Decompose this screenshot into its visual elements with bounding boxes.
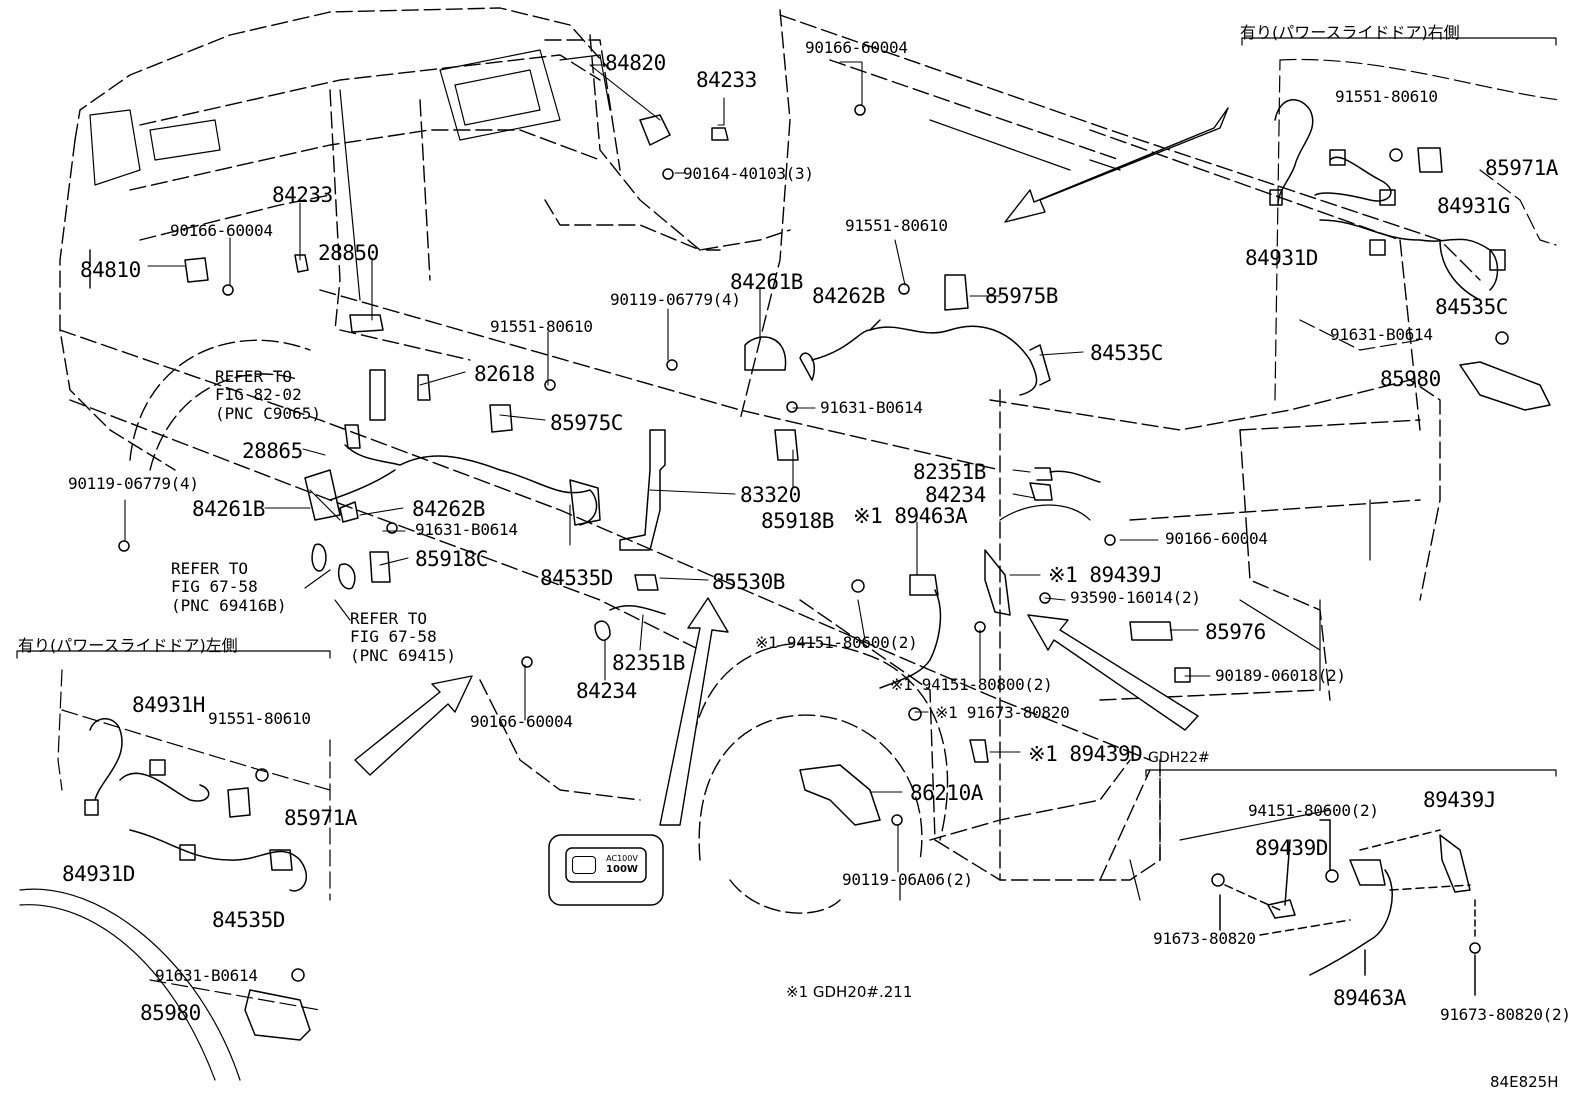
diagram-code: 84E825H (1490, 1073, 1559, 1091)
part-number-label-84262b: 84262B (412, 497, 485, 521)
part-number-label-91551-80610: 91551-80610 (845, 216, 948, 235)
part-number-label-86210a: 86210A (910, 781, 983, 805)
part-number-label-84931d: 84931D (1245, 246, 1318, 270)
part-number-label-91631-b0614: 91631-B0614 (155, 966, 258, 985)
part-number-label-85971a: 85971A (1485, 156, 1558, 180)
part-number-label-82618: 82618 (474, 362, 535, 386)
part-number-label-93590-16014-2: 93590-16014(2) (1070, 588, 1201, 607)
reference-note-refer-to-fig-67-58-pnc-69415: REFER TO FIG 67-58 (PNC 69415) (350, 609, 456, 665)
part-number-label-84535d: 84535D (540, 566, 613, 590)
part-number-label-84233: 84233 (696, 68, 757, 92)
part-number-label-84931g: 84931G (1437, 194, 1510, 218)
part-number-label-28850: 28850 (318, 241, 379, 265)
lh-panel-frame (16, 650, 331, 1081)
gdh22-panel-frame (1145, 769, 1557, 777)
part-number-label-85971a: 85971A (284, 806, 357, 830)
rh-harness-parts (1269, 99, 1551, 411)
part-number-label-94151-80600-2: 94151-80600(2) (1248, 801, 1379, 820)
part-number-label-91673-80820: 91673-80820 (1153, 929, 1256, 948)
part-number-label-84234: 84234 (925, 483, 986, 507)
part-number-label-1-91673-80820: ※1 91673-80820 (935, 703, 1070, 722)
part-number-label-90164-40103-3: 90164-40103(3) (683, 164, 814, 183)
gdh22-header: GDH22# (1148, 750, 1210, 766)
part-number-label-85976: 85976 (1205, 620, 1266, 644)
part-number-label-91673-80820-2: 91673-80820(2) (1440, 1005, 1571, 1024)
ac-outlet-badge-line1: AC100V (606, 854, 638, 863)
footnote: ※1 GDH20#.211 (786, 983, 913, 1001)
part-number-label-84535c: 84535C (1090, 341, 1163, 365)
part-number-label-89463a: 89463A (1333, 986, 1406, 1010)
part-number-label-85918c: 85918C (415, 547, 488, 571)
part-number-label-85975b: 85975B (985, 284, 1058, 308)
part-number-label-1-89439j: ※1 89439J (1048, 563, 1163, 587)
harness-parts (118, 104, 1191, 826)
rh-panel-frame (1241, 37, 1561, 401)
direction-arrows (354, 107, 1229, 826)
part-number-label-85975c: 85975C (550, 411, 623, 435)
part-number-label-90166-60004: 90166-60004 (1165, 529, 1268, 548)
part-number-label-91631-b0614: 91631-B0614 (415, 520, 518, 539)
part-number-label-89439d: 89439D (1255, 836, 1328, 860)
part-number-label-84820: 84820 (605, 51, 666, 75)
part-number-label-84261b: 84261B (192, 497, 265, 521)
part-number-label-84233: 84233 (272, 183, 333, 207)
part-number-label-90166-60004: 90166-60004 (470, 712, 573, 731)
part-number-label-84810: 84810 (80, 258, 141, 282)
part-number-label-90119-06779-4: 90119-06779(4) (610, 290, 741, 309)
part-number-label-82351b: 82351B (612, 651, 685, 675)
part-number-label-85530b: 85530B (712, 570, 785, 594)
part-number-label-84535d: 84535D (212, 908, 285, 932)
part-number-label-1-89439d: ※1 89439D (1028, 742, 1143, 766)
part-number-label-91631-b0614: 91631-B0614 (820, 398, 923, 417)
part-number-label-1-89463a: ※1 89463A (853, 504, 968, 528)
part-number-label-84931d: 84931D (62, 862, 135, 886)
reference-note-refer-to-fig-82-02-pnc-c9065: REFER TO FIG 82-02 (PNC C9065) (215, 367, 321, 423)
part-number-label-89439j: 89439J (1423, 788, 1496, 812)
part-number-label-85918b: 85918B (761, 509, 834, 533)
wheel-arches (129, 339, 949, 914)
part-number-label-84931h: 84931H (132, 693, 205, 717)
part-number-label-1-94151-80600-2: ※1 94151-80600(2) (755, 633, 918, 652)
part-number-label-91551-80610: 91551-80610 (490, 317, 593, 336)
body-detail-lines (89, 49, 1371, 901)
part-number-label-1-94151-80800-2: ※1 94151-80800(2) (890, 675, 1053, 694)
part-number-label-91551-80610: 91551-80610 (208, 709, 311, 728)
ac-outlet-badge: AC100V 100W (600, 849, 644, 881)
leader-lines (124, 61, 1211, 873)
part-number-label-85980: 85980 (1380, 367, 1441, 391)
part-number-label-90189-06018-2: 90189-06018(2) (1215, 666, 1346, 685)
ac-outlet-badge-frame (548, 834, 664, 906)
part-number-label-91631-b0614: 91631-B0614 (1330, 325, 1433, 344)
part-number-label-82351b: 82351B (913, 460, 986, 484)
gdh22-parts (1211, 819, 1481, 996)
ac-outlet-badge-line2: 100W (606, 864, 638, 875)
reference-note-refer-to-fig-67-58-pnc-69416b: REFER TO FIG 67-58 (PNC 69416B) (171, 559, 287, 615)
part-number-label-84234: 84234 (576, 679, 637, 703)
part-number-label-85980: 85980 (140, 1001, 201, 1025)
rh-power-slide-door-header: 有り(パワースライドドア)右側 (1240, 23, 1460, 42)
part-number-label-84262b: 84262B (812, 284, 885, 308)
part-number-label-90166-60004: 90166-60004 (805, 38, 908, 57)
part-number-label-83320: 83320 (740, 483, 801, 507)
part-number-label-28865: 28865 (242, 439, 303, 463)
plug-icon (572, 856, 596, 874)
part-number-label-91551-80610: 91551-80610 (1335, 87, 1438, 106)
part-number-label-90119-06779-4: 90119-06779(4) (68, 474, 199, 493)
part-number-label-90166-60004: 90166-60004 (170, 221, 273, 240)
part-number-label-84535c: 84535C (1435, 295, 1508, 319)
part-number-label-84261b: 84261B (730, 270, 803, 294)
lh-harness-parts (84, 718, 311, 1041)
lh-power-slide-door-header: 有り(パワースライドドア)左側 (18, 636, 238, 655)
vehicle-body-outline (59, 7, 1481, 881)
part-number-label-90119-06a06-2: 90119-06A06(2) (842, 870, 973, 889)
